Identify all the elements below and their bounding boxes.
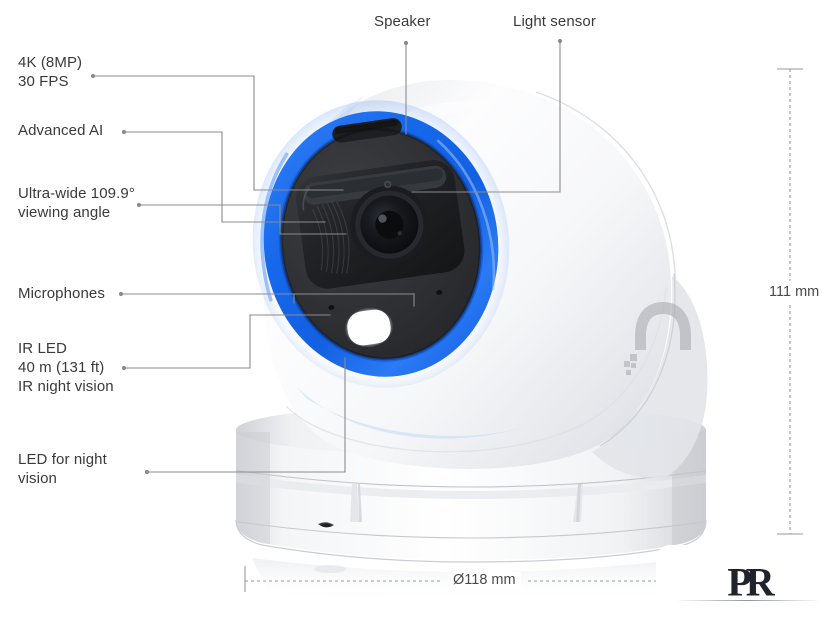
callout-label-advanced-ai: Advanced AI bbox=[18, 122, 104, 139]
callout-label-resolution: 4K (8MP) 30 FPS bbox=[18, 54, 83, 90]
status-led bbox=[344, 306, 394, 349]
dimension-label-diameter: Ø118 mm bbox=[448, 572, 521, 589]
callout-label-light-sensor: Light sensor bbox=[513, 13, 596, 30]
pr-watermark-text: PR bbox=[727, 559, 774, 605]
callout-label-ir-led: IR LED 40 m (131 ft) IR night vision bbox=[18, 340, 114, 395]
speaker-grille bbox=[332, 118, 402, 143]
microphone-hole bbox=[328, 289, 443, 310]
dimension-label-height: 111 mm bbox=[764, 284, 825, 301]
pr-watermark-rule bbox=[674, 600, 822, 601]
callout-label-microphones: Microphones bbox=[18, 285, 105, 302]
callout-label-viewing-angle: Ultra-wide 109.9° viewing angle bbox=[18, 185, 135, 221]
lens-housing bbox=[296, 160, 465, 289]
ubiquiti-u-icon bbox=[624, 302, 691, 375]
callout-label-speaker: Speaker bbox=[374, 13, 431, 30]
pr-watermark: PR bbox=[656, 545, 840, 617]
callout-label-led-night: LED for night vision bbox=[18, 451, 107, 487]
light-sensor bbox=[384, 180, 392, 189]
